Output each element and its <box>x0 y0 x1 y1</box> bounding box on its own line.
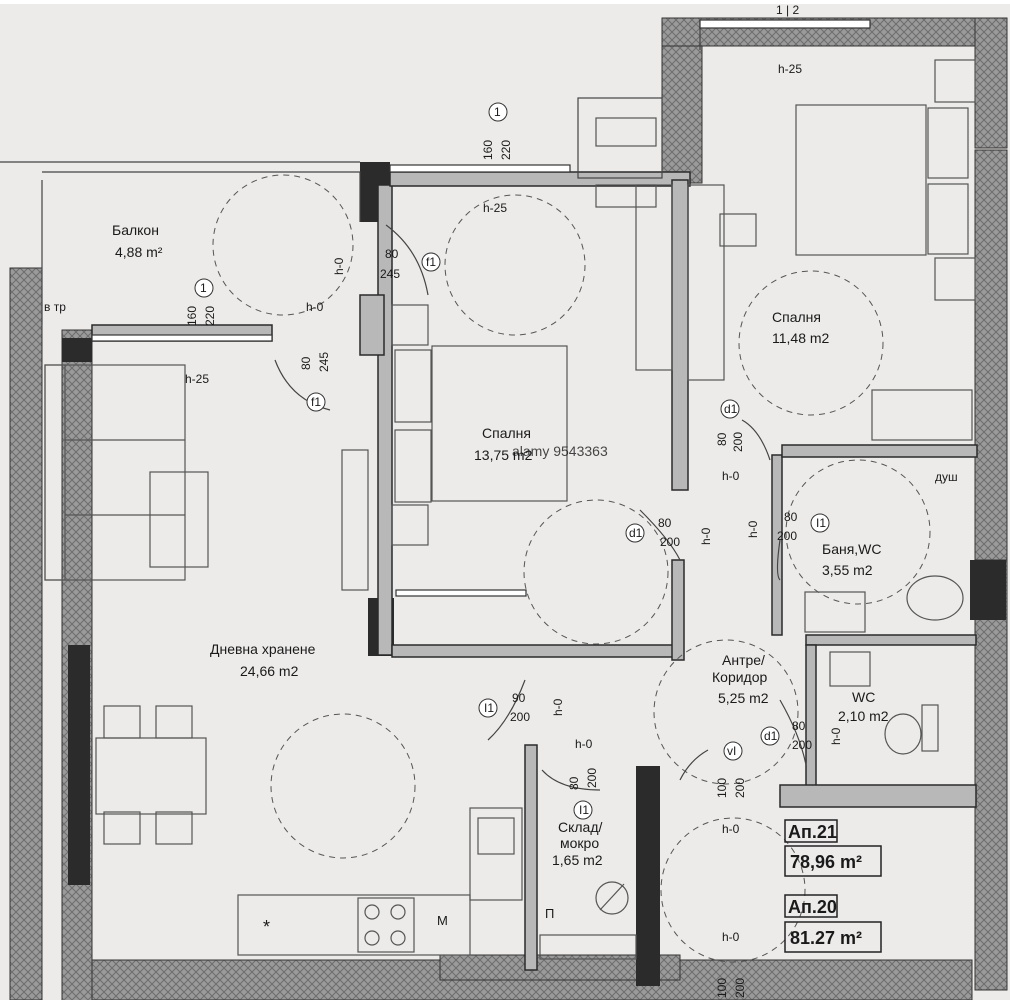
anno-h0-bedroom1: h-0 <box>699 527 713 545</box>
room-bedroom1-area: 13,75 m2 <box>474 447 533 463</box>
anno-h0-lower: h-0 <box>722 930 740 944</box>
anno-p: П <box>545 906 554 921</box>
apartment-labels: Ап.21 78,96 m² Ап.20 81.27 m² <box>784 819 882 953</box>
anno-h0-wc: h-0 <box>829 727 843 745</box>
anno-80-bedroom2: 80 <box>715 432 729 446</box>
anno-tr: в тр <box>44 300 66 314</box>
room-living-area: 24,66 m2 <box>240 663 299 679</box>
anno-200-entry: 200 <box>733 778 747 798</box>
anno-tag-i1-bath: I1 <box>816 516 826 530</box>
furniture <box>44 59 976 960</box>
room-store-name2: мокро <box>560 835 599 851</box>
anno-220-left: 220 <box>203 306 217 326</box>
anno-h0-store: h-0 <box>575 737 593 751</box>
anno-tag-f1-a: f1 <box>426 255 436 269</box>
apt-21-label: Ап.21 <box>788 822 837 842</box>
anno-200-lower: 200 <box>733 978 747 998</box>
anno-80-balcony-b: 80 <box>299 356 313 370</box>
room-bath-name: Баня,WC <box>822 541 882 557</box>
anno-100-lower: 100 <box>715 978 729 998</box>
anno-80-store: 80 <box>567 776 581 790</box>
anno-tag-i1-store: I1 <box>579 803 589 817</box>
anno-200-living: 200 <box>510 710 530 724</box>
anno-tag-d1-bedroom2: d1 <box>724 402 738 416</box>
room-wc-name: WC <box>852 689 875 705</box>
room-balcony-area: 4,88 m² <box>115 244 163 260</box>
door-swings <box>212 174 931 963</box>
anno-200-wc: 200 <box>792 738 812 752</box>
interior-walls <box>91 171 978 971</box>
room-store-name: Склад/ <box>558 819 603 835</box>
anno-80-wc: 80 <box>792 719 806 733</box>
anno-80-balcony-a: 80 <box>385 247 399 261</box>
room-bedroom1-name: Спалня <box>482 425 531 441</box>
anno-tag-d1-bedroom1: d1 <box>629 526 643 540</box>
anno-90-living: 90 <box>512 691 526 705</box>
apt-21-area: 78,96 m² <box>790 852 862 872</box>
anno-80-bedroom1: 80 <box>658 516 672 530</box>
room-store-area: 1,65 m2 <box>552 852 603 868</box>
anno-h0-bedroom2: h-0 <box>722 469 740 483</box>
anno-star: * <box>263 917 270 937</box>
anno-h25-living: h-25 <box>185 372 209 386</box>
watermark: alamy 9543363 <box>512 443 608 459</box>
balcony-outline <box>0 20 701 325</box>
anno-80-bath: 80 <box>784 510 798 524</box>
anno-tag-f1-b: f1 <box>311 395 321 409</box>
room-labels: Балкон 4,88 m² Спалня 13,75 m2 Спалня 11… <box>112 222 889 868</box>
windows <box>91 19 871 597</box>
anno-tag-d1-wc: d1 <box>764 729 778 743</box>
anno-h25-top: h-25 <box>778 62 802 76</box>
anno-m: M <box>437 913 448 928</box>
apt-20-area: 81.27 m² <box>790 928 862 948</box>
anno-dush: душ <box>935 470 958 484</box>
anno-220-top: 220 <box>499 140 513 160</box>
anno-h0-balcony-a: h-0 <box>332 257 346 275</box>
annotations: h-25 h-25 h-25 1 160 220 1 160 220 80 24… <box>44 3 958 998</box>
anno-160-top: 160 <box>481 140 495 160</box>
anno-200-bath: 200 <box>777 529 797 543</box>
anno-245-balcony-b: 245 <box>317 352 331 372</box>
room-balcony-name: Балкон <box>112 222 159 238</box>
structural-columns <box>62 162 1006 986</box>
room-wc-area: 2,10 m2 <box>838 708 889 724</box>
room-bedroom2-name: Спалня <box>772 309 821 325</box>
room-bedroom2-area: 11,48 m2 <box>772 330 830 346</box>
anno-100-entry: 100 <box>715 778 729 798</box>
anno-200-store: 200 <box>585 768 599 788</box>
room-bath-area: 3,55 m2 <box>822 562 873 578</box>
room-hall-name2: Коридор <box>712 669 768 685</box>
anno-200-bedroom1: 200 <box>660 535 680 549</box>
anno-245-balcony-a: 245 <box>380 267 400 281</box>
anno-h0-entry: h-0 <box>722 822 740 836</box>
anno-top-num: 1 | 2 <box>776 3 799 17</box>
anno-h25-bedroom: h-25 <box>483 201 507 215</box>
anno-tag-vi: vI <box>727 744 736 758</box>
anno-200-bedroom2: 200 <box>731 432 745 452</box>
anno-160-left: 160 <box>185 306 199 326</box>
anno-h0-balcony-b: h-0 <box>306 300 324 314</box>
room-living-name: Дневна хранене <box>210 641 316 657</box>
anno-tag-i1-living: I1 <box>484 701 494 715</box>
anno-h0-bath: h-0 <box>746 520 760 538</box>
apt-20-label: Ап.20 <box>788 897 837 917</box>
room-hall-area: 5,25 m2 <box>718 690 769 706</box>
anno-tag-1-left: 1 <box>200 281 207 295</box>
anno-h0-living: h-0 <box>551 698 565 716</box>
anno-tag-1-top: 1 <box>494 105 501 119</box>
room-hall-name: Антре/ <box>722 652 765 668</box>
